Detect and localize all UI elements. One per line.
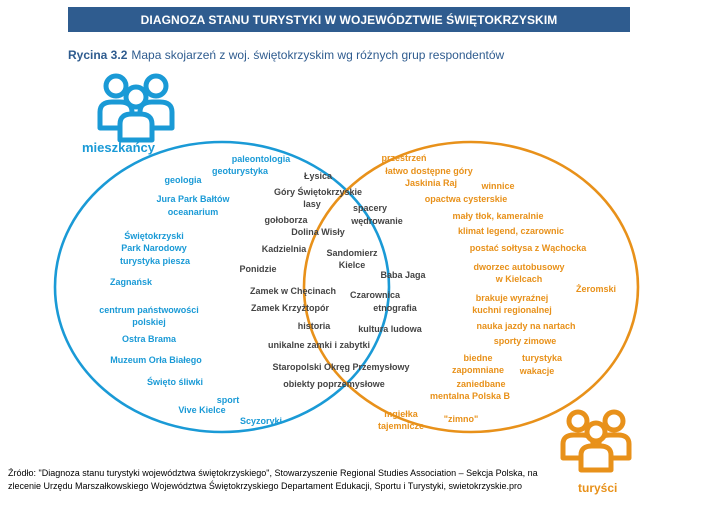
tourists-word: biedne — [463, 353, 493, 363]
figure-number: Rycina 3.2 — [68, 48, 128, 62]
shared-word: Sandomierz — [326, 248, 378, 258]
tourists-word: w Kielcach — [495, 274, 543, 284]
residents-word: geologia — [164, 175, 202, 185]
residents-word: Ostra Brama — [121, 334, 177, 344]
shared-word: Zamek Krzyżtopór — [250, 303, 330, 313]
tourists-word: postać sołtysa z Wąchocka — [469, 243, 587, 253]
residents-word: geoturystyka — [211, 166, 269, 176]
shared-word: obiekty poprzemysłowe — [283, 379, 385, 389]
shared-word: Kielce — [338, 260, 366, 270]
tourists-word: tajemnicze — [377, 421, 425, 431]
tourists-word: zaniedbane — [456, 379, 506, 389]
shared-word: kultura ludowa — [358, 324, 422, 334]
tourists-word: zapomniane — [451, 365, 505, 375]
tourists-word: brakuje wyraźnej — [475, 293, 549, 303]
tourists-word: łatwo dostępne góry — [385, 166, 473, 176]
residents-group-label: mieszkańcy — [82, 140, 155, 155]
shared-word: wędrowanie — [351, 216, 403, 226]
shared-word: Ponidzie — [239, 264, 277, 274]
shared-word: gołoborza — [264, 215, 308, 225]
residents-word: Świętokrzyski — [124, 231, 184, 241]
residents-word: oceanarium — [167, 207, 219, 217]
tourists-word: mgiełka — [384, 409, 418, 419]
residents-people-icon — [97, 73, 175, 143]
shared-word: Zamek w Chęcinach — [249, 286, 337, 296]
tourists-word: mały tłok, kameralnie — [452, 211, 544, 221]
shared-word: Staropolski Okręg Przemysłowy — [272, 362, 410, 372]
tourists-word: dworzec autobusowy — [473, 262, 565, 272]
tourists-word: mentalna Polska B — [429, 391, 511, 401]
shared-word: Baba Jaga — [380, 270, 426, 280]
tourists-word: winnice — [481, 181, 515, 191]
shared-word: etnografia — [373, 303, 417, 313]
residents-word: Zagnańsk — [109, 277, 153, 287]
residents-word: Święto śliwki — [146, 377, 204, 387]
tourists-word: klimat legend, czarownic — [457, 226, 565, 236]
tourists-ellipse — [302, 140, 640, 434]
header-title: DIAGNOZA STANU TURYSTYKI W WOJEWÓDZTWIE … — [140, 12, 558, 27]
source-note: Źródło: "Diagnoza stanu turystyki wojewó… — [8, 468, 538, 491]
shared-word: Kadzielnia — [261, 244, 307, 254]
shared-word: lasy — [303, 199, 321, 209]
residents-ellipse — [53, 140, 391, 434]
residents-word: polskiej — [132, 317, 166, 327]
tourists-people-icon — [560, 409, 632, 473]
shared-word: Góry Świętokrzyskie — [273, 187, 363, 197]
tourists-word: opactwa cysterskie — [424, 194, 508, 204]
residents-word: turystyka piesza — [119, 256, 191, 266]
tourists-word: przestrzeń — [381, 153, 427, 163]
shared-word: Dolina Wisły — [291, 227, 345, 237]
residents-word: centrum państwowości — [99, 305, 199, 315]
residents-word: Scyzoryki — [239, 416, 283, 426]
tourists-word: Żeromski — [575, 284, 617, 294]
residents-word: Park Narodowy — [121, 243, 187, 253]
shared-word: historia — [297, 321, 331, 331]
header-bar: DIAGNOZA STANU TURYSTYKI W WOJEWÓDZTWIE … — [68, 7, 630, 32]
shared-word: unikalne zamki i zabytki — [267, 340, 371, 350]
residents-word: Muzeum Orła Białego — [110, 355, 202, 365]
residents-word: Vive Kielce — [178, 405, 226, 415]
tourists-word: nauka jazdy na nartach — [476, 321, 576, 331]
tourists-word: sporty zimowe — [493, 336, 557, 346]
residents-word: Jura Park Bałtów — [156, 194, 230, 204]
tourists-word: Jaskinia Raj — [404, 178, 458, 188]
residents-word: paleontologia — [231, 154, 291, 164]
tourists-word: "zimno" — [443, 414, 479, 424]
shared-word: spacery — [352, 203, 388, 213]
shared-word: Łysica — [303, 171, 333, 181]
figure-caption-text: Mapa skojarzeń z woj. świętokrzyskim wg … — [131, 48, 505, 62]
tourists-word: kuchni regionalnej — [472, 305, 552, 315]
tourists-word: turystyka — [521, 353, 563, 363]
shared-word: Czarownica — [349, 290, 401, 300]
tourists-group-label: turyści — [578, 481, 618, 495]
residents-word: sport — [216, 395, 240, 405]
tourists-word: wakacje — [519, 366, 555, 376]
